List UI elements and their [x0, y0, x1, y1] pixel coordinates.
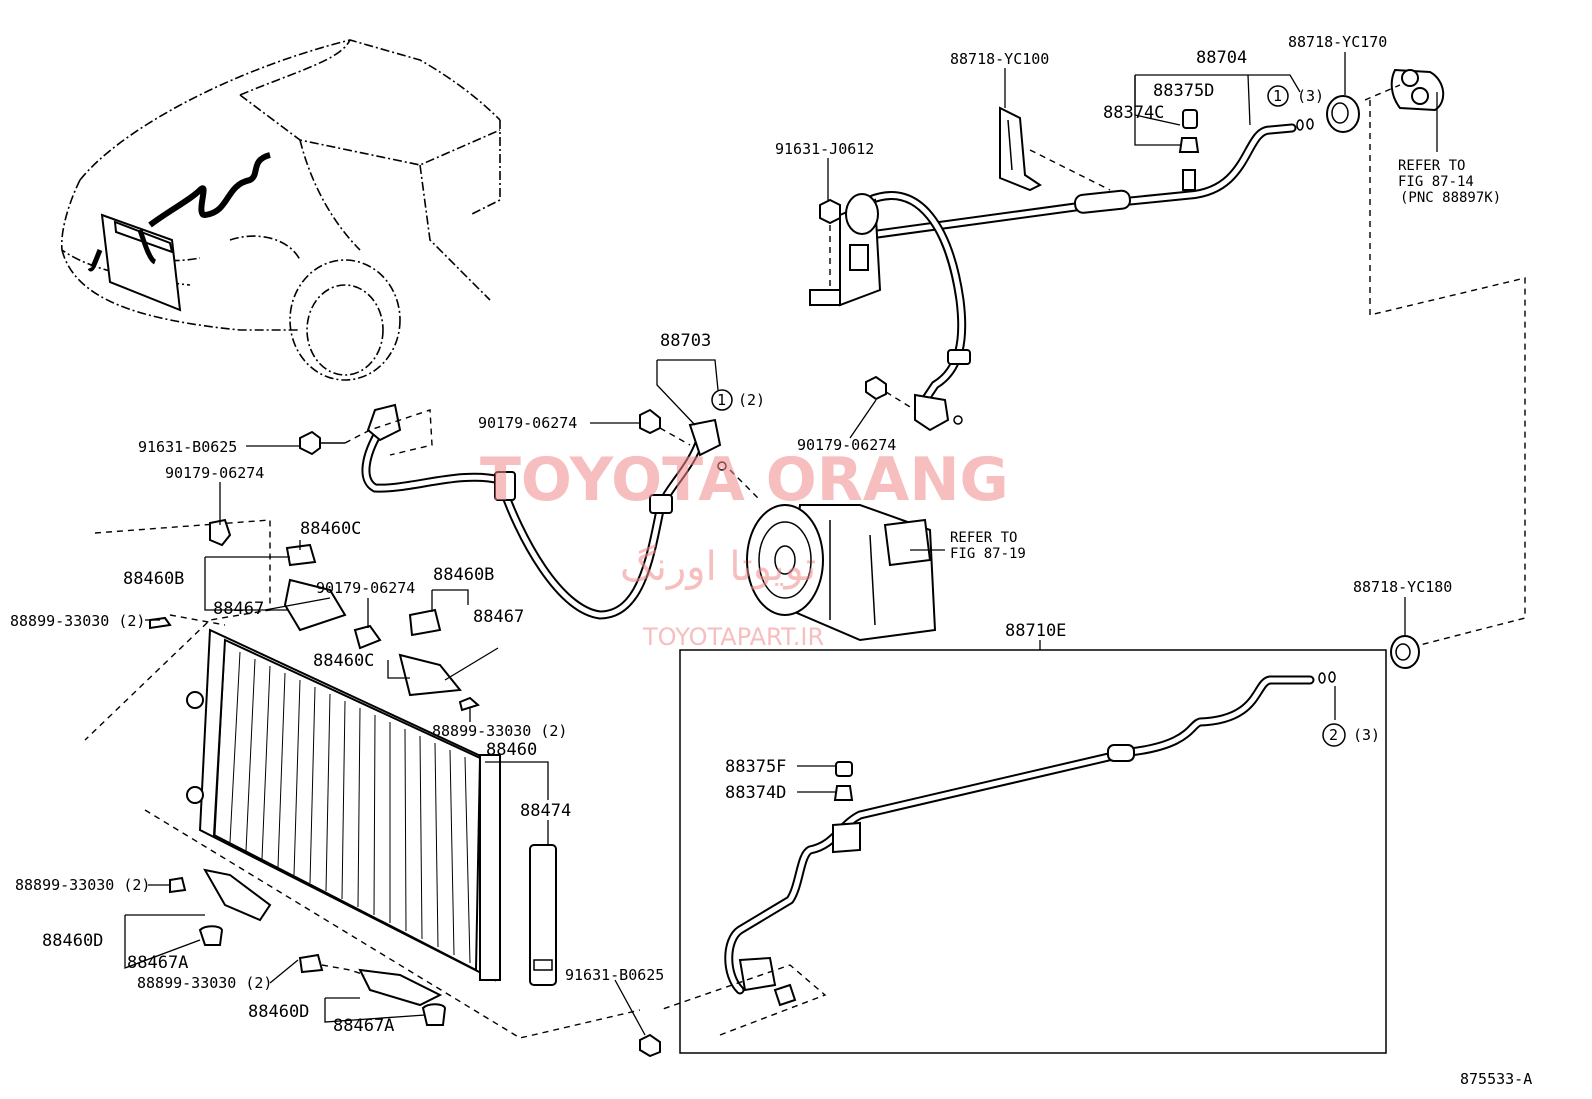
label-90179-06274-d: 90179-06274	[316, 579, 415, 597]
figure-id: 875533-A	[1460, 1070, 1532, 1088]
watermark: TOYOTA ORANG تویوتا اورنگ TOYOTAPART.IR	[480, 445, 1009, 651]
label-qty-3-low: (3)	[1353, 726, 1380, 744]
label-88467-b: 88467	[473, 607, 524, 627]
label-90179-06274-a: 90179-06274	[478, 414, 577, 432]
discharge-hose-88704	[809, 68, 1526, 646]
label-fig-87-14: FIG 87-14	[1398, 174, 1474, 190]
label-88374d: 88374D	[725, 783, 786, 803]
condenser-88460	[84, 519, 641, 1039]
liquid-tube-88710e	[659, 635, 1420, 1054]
label-88474: 88474	[520, 801, 571, 821]
label-91631-b0625-a: 91631-B0625	[138, 438, 237, 456]
label-88467a-b: 88467A	[333, 1016, 394, 1036]
watermark-persian: تویوتا اورنگ	[620, 544, 816, 590]
part-labels: 88718-YC100 88704 88718-YC170 88375D 883…	[10, 33, 1532, 1088]
label-qty-3-top: (3)	[1297, 87, 1324, 105]
svg-text:2: 2	[1329, 726, 1338, 744]
car-illustration	[60, 39, 501, 381]
label-88899-33030-a: 88899-33030 (2)	[10, 612, 145, 630]
svg-text:1: 1	[717, 391, 726, 409]
label-refer-to-b: REFER TO	[950, 530, 1017, 546]
label-refer-to-a: REFER TO	[1398, 158, 1465, 174]
label-88718-yc100: 88718-YC100	[950, 50, 1049, 68]
label-88374c: 88374C	[1103, 103, 1164, 123]
label-88703: 88703	[660, 331, 711, 351]
label-91631-j0612: 91631-J0612	[775, 140, 874, 158]
label-88460d-b: 88460D	[248, 1002, 309, 1022]
label-90179-06274-b: 90179-06274	[797, 436, 896, 454]
label-88467-a: 88467	[213, 599, 264, 619]
label-88710e: 88710E	[1005, 621, 1066, 641]
label-88460b-b: 88460B	[433, 565, 494, 585]
label-fig-87-19: FIG 87-19	[950, 546, 1026, 562]
label-pnc-88897k: (PNC 88897K)	[1400, 190, 1501, 206]
label-88718-yc180: 88718-YC180	[1353, 578, 1452, 596]
label-88460b-a: 88460B	[123, 569, 184, 589]
leader-lines	[124, 52, 1438, 1036]
watermark-site: TOYOTAPART.IR	[642, 623, 824, 651]
watermark-title: TOYOTA ORANG	[480, 445, 1009, 515]
label-88718-yc170: 88718-YC170	[1288, 33, 1387, 51]
label-88899-33030-c: 88899-33030 (2)	[15, 876, 150, 894]
compressor	[746, 504, 937, 642]
suction-hose-88703	[299, 375, 963, 620]
label-88460d-a: 88460D	[42, 931, 103, 951]
condenser-brackets	[149, 518, 661, 1058]
label-88375f: 88375F	[725, 757, 786, 777]
label-qty-2-mid: (2)	[738, 391, 765, 409]
label-88375d: 88375D	[1153, 81, 1214, 101]
ref-circle-1-mid: 1	[711, 389, 733, 411]
label-88467a-a: 88467A	[127, 953, 188, 973]
ref-circle-2: 2	[1322, 723, 1346, 747]
label-88460: 88460	[486, 740, 537, 760]
label-88899-33030-d: 88899-33030 (2)	[137, 974, 272, 992]
label-88899-33030-b: 88899-33030 (2)	[432, 722, 567, 740]
label-88460c-b: 88460C	[313, 651, 374, 671]
label-88704: 88704	[1196, 48, 1247, 68]
label-91631-b0625-b: 91631-B0625	[565, 966, 664, 984]
label-88460c-a: 88460C	[300, 519, 361, 539]
ref-circle-1-top: 1	[1267, 85, 1289, 107]
label-90179-06274-c: 90179-06274	[165, 464, 264, 482]
svg-text:1: 1	[1273, 87, 1282, 105]
